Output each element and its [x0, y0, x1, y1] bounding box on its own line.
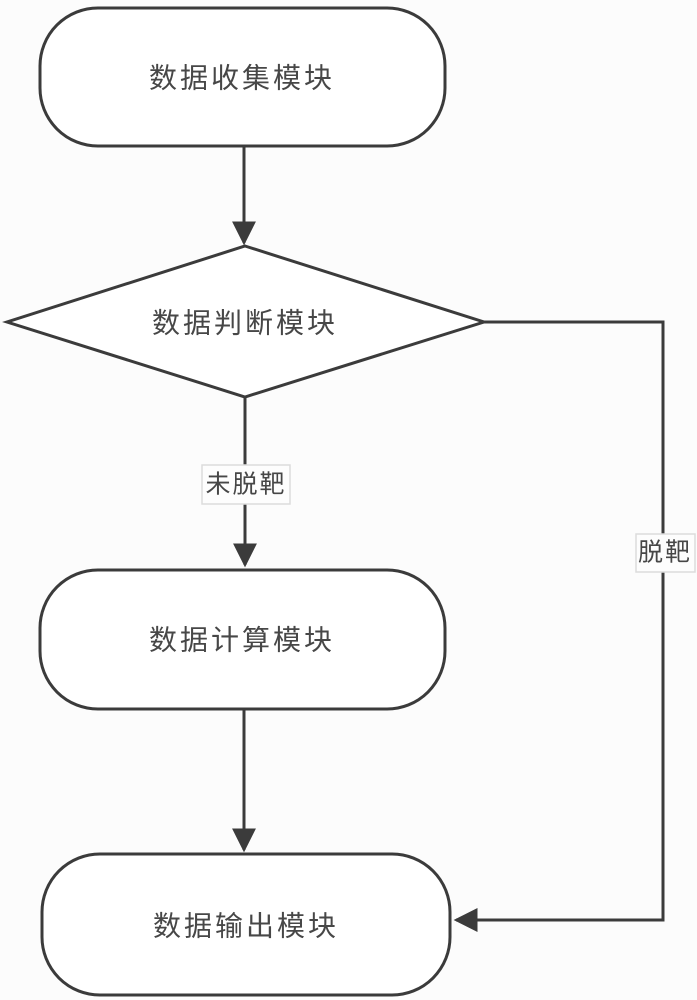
- node-data-judgment-shape: [2, 244, 489, 399]
- edge-label-not-missed-text: 未脱靶: [205, 471, 286, 499]
- edge-judgment-to-output: [453, 320, 665, 932]
- edge-label-missed: 脱靶: [635, 533, 696, 573]
- node-data-output-label: 数据输出模块: [153, 910, 339, 941]
- node-data-output-shape: [40, 852, 452, 997]
- node-data-collection: 数据收集模块: [38, 6, 447, 148]
- node-data-judgment: 数据判断模块: [2, 244, 489, 399]
- node-data-calculation-shape: [38, 568, 447, 711]
- node-data-calculation-label: 数据计算模块: [149, 624, 335, 655]
- node-data-judgment-label: 数据判断模块: [152, 307, 338, 338]
- edge-label-not-missed: 未脱靶: [201, 464, 291, 505]
- node-data-output: 数据输出模块: [40, 852, 452, 997]
- node-data-collection-label: 数据收集模块: [149, 62, 335, 93]
- edge-label-not-missed-box: [201, 464, 291, 505]
- node-data-collection-shape: [38, 6, 447, 148]
- edge-label-missed-text: 脱靶: [638, 539, 692, 567]
- edge-label-missed-box: [635, 533, 696, 573]
- node-data-calculation: 数据计算模块: [38, 568, 447, 711]
